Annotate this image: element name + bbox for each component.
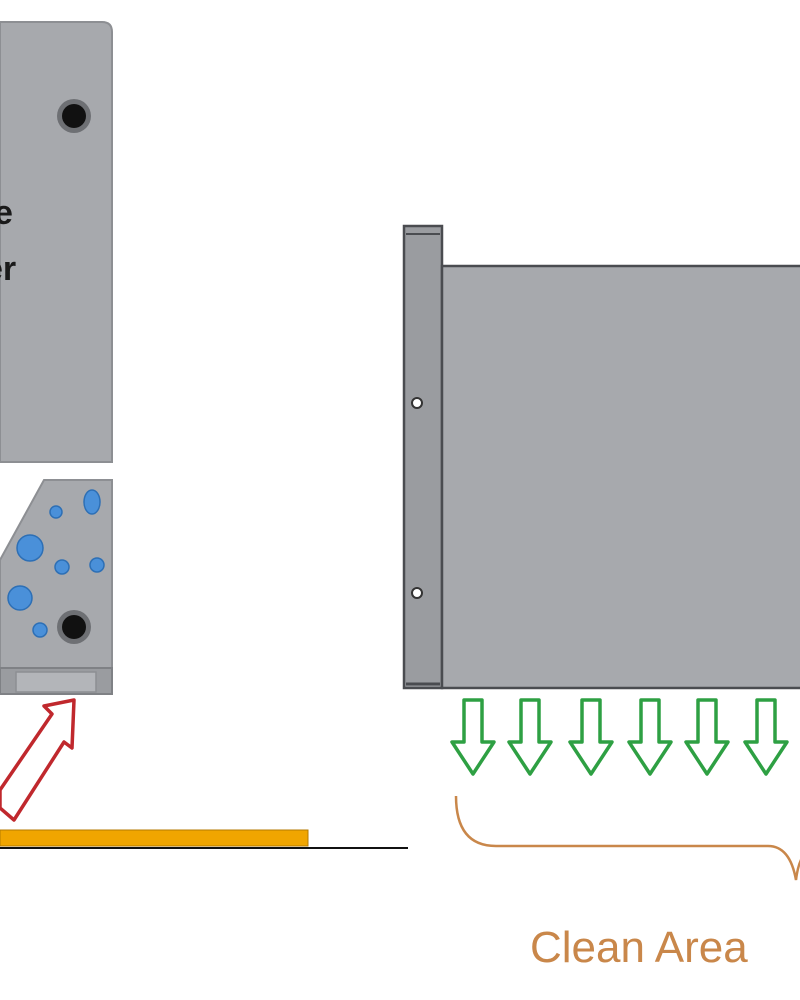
right-device-body (440, 264, 800, 690)
left-device-housing (0, 21, 113, 463)
clean-area-caption: Clean Area (530, 923, 748, 972)
droplet-icon (54, 559, 70, 575)
airflow-arrows (450, 698, 789, 776)
droplet-icon (49, 505, 63, 519)
device-label-line-2: er (0, 250, 16, 288)
outline-arrow-down-icon (743, 698, 789, 776)
device-label-line-1: e (0, 194, 13, 232)
outline-arrow-up-right-icon (0, 698, 76, 822)
mounting-hole-icon (57, 99, 91, 133)
droplet-icon (7, 585, 33, 611)
droplet-icon (16, 534, 44, 562)
left-device: e er (0, 21, 408, 849)
outline-arrow-down-icon (450, 698, 496, 776)
separator-gap (0, 463, 112, 533)
outline-arrow-down-icon (627, 698, 673, 776)
screw-icon (411, 587, 423, 599)
water-droplets (7, 489, 105, 638)
outline-arrow-down-icon (568, 698, 614, 776)
mounting-hole-icon (57, 610, 91, 644)
right-device: Clean Area (402, 224, 800, 972)
droplet-icon (32, 622, 48, 638)
yellow-strip (0, 829, 309, 847)
outline-arrow-down-icon (507, 698, 553, 776)
droplet-icon (89, 557, 105, 573)
right-device-front-panel (402, 224, 444, 690)
screw-icon (411, 397, 423, 409)
droplet-icon (83, 489, 101, 515)
clean-area-bracket (454, 795, 800, 881)
base-notch (15, 671, 97, 693)
outline-arrow-down-icon (684, 698, 730, 776)
